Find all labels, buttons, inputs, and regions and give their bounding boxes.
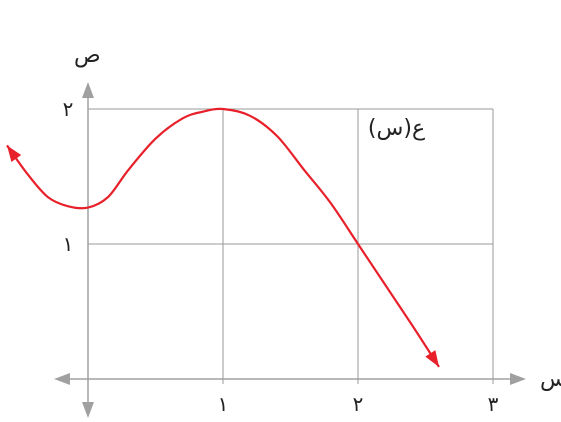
x-axis-label: س xyxy=(540,367,561,392)
x-tick-label-1: ٢ xyxy=(353,392,364,416)
y-tick-label-1: ٢ xyxy=(63,97,74,121)
x-axis-arrow-left xyxy=(54,373,70,385)
curve-layer xyxy=(6,107,440,368)
tick-labels: ١ ٢ ٣ ١ ٢ xyxy=(63,97,499,416)
curve-arrow-right xyxy=(425,350,439,367)
function-label: ع(س) xyxy=(368,116,425,141)
x-axis-arrow-right xyxy=(510,373,526,385)
x-tick-label-2: ٣ xyxy=(488,392,499,416)
y-tick-label-0: ١ xyxy=(63,232,74,256)
y-axis-arrow-up xyxy=(82,82,94,98)
axes xyxy=(54,82,526,418)
function-curve xyxy=(6,107,440,368)
x-tick-label-0: ١ xyxy=(218,392,229,416)
y-axis-label: ص xyxy=(74,43,101,68)
curve-arrow-left xyxy=(7,145,22,162)
grid xyxy=(87,108,494,379)
y-axis-arrow-down xyxy=(82,402,94,418)
